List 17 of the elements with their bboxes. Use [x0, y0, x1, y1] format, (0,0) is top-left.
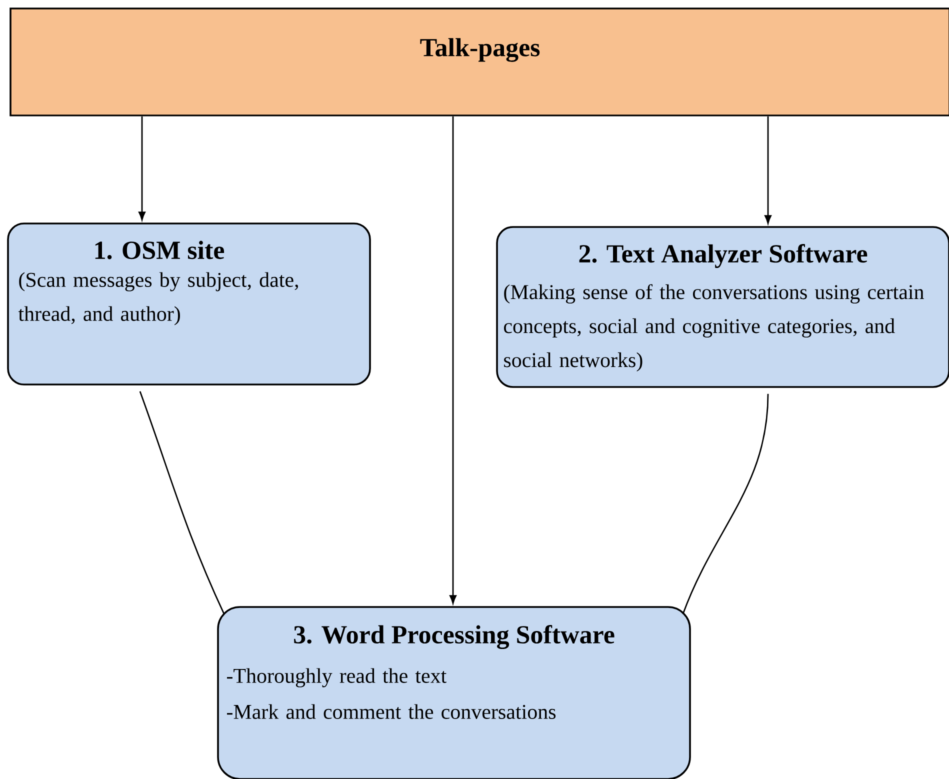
description: -Mark and comment the conversations [227, 704, 556, 719]
connector [138, 116, 146, 220]
description: (Scan messages by subject, date, thread, and author) [18, 272, 298, 326]
heading: 3. Word Processing Software [294, 625, 614, 650]
process-box [217, 606, 691, 779]
connector [139, 391, 225, 614]
connector [682, 394, 769, 614]
title-banner [10, 8, 949, 116]
process-box [7, 222, 371, 386]
heading: 1. OSM site [95, 240, 224, 260]
connector [450, 116, 456, 604]
process-box [496, 226, 949, 388]
connector [764, 116, 772, 224]
heading: Talk-pages [420, 38, 540, 62]
heading: 2. Text Analyzer Software [579, 244, 868, 268]
description: -Thoroughly read the text [227, 668, 447, 688]
description: (Making sense of the conversations using certain concepts, social and cognitive categories, and social networks) [504, 284, 924, 372]
